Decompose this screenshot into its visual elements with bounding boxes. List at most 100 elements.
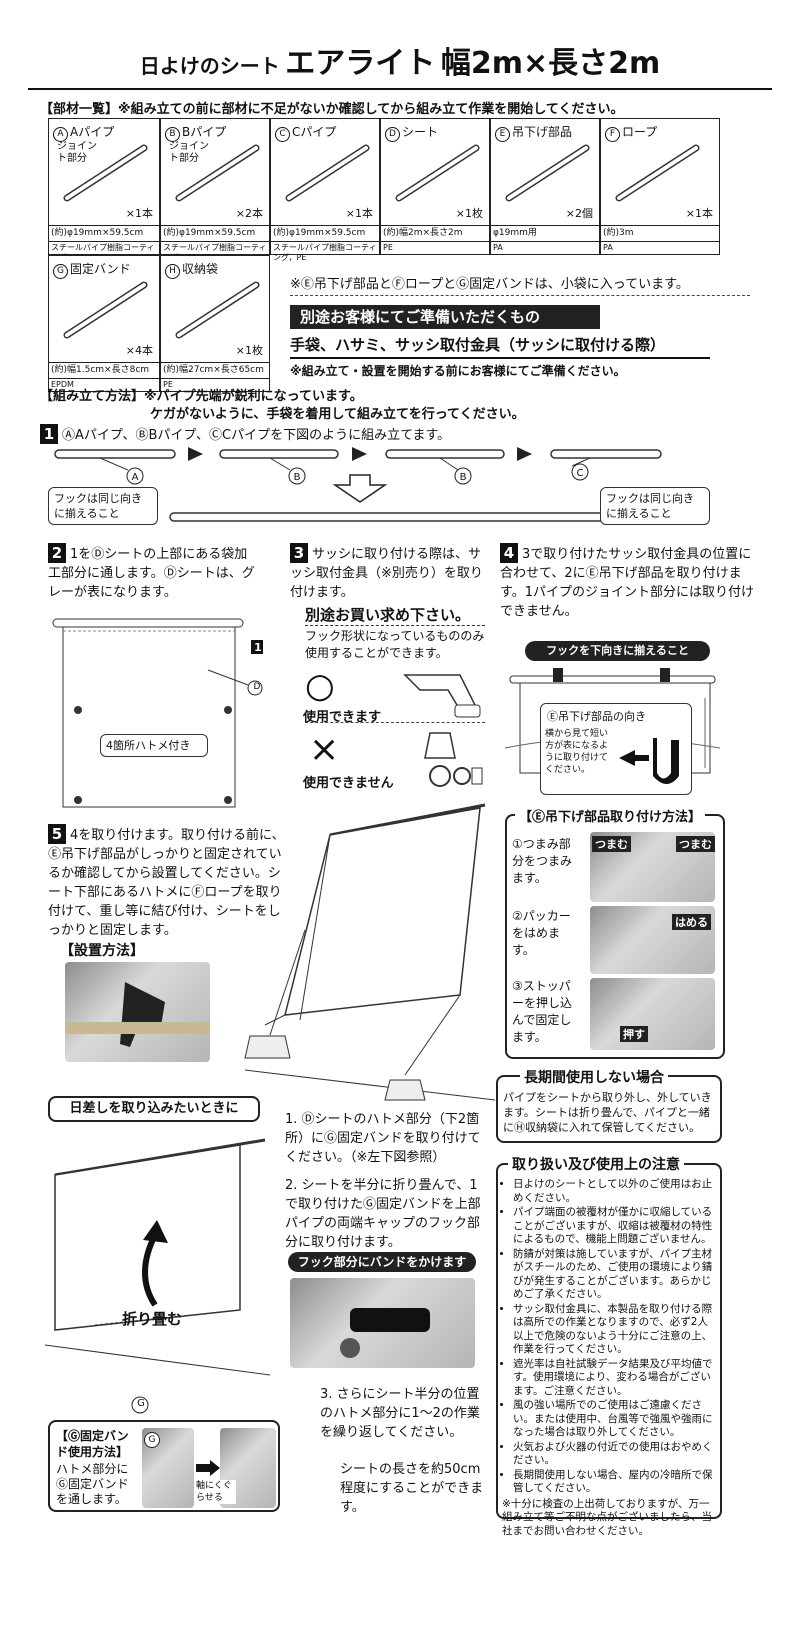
caution-item: 長期間使用しない場合、屋内の冷暗所で保管してください。 <box>513 1469 716 1496</box>
part-letter: D <box>385 127 400 142</box>
divider-ok-ng <box>305 722 485 723</box>
arrow-right-icon <box>188 447 203 461</box>
caution-item: 日よけのシートとして以外のご使用はお止めください。 <box>513 1178 716 1205</box>
ok-mark: ○ <box>305 666 335 706</box>
arrow-right-icon <box>352 447 367 461</box>
sunlight-step2: 2. シートを半分に折り畳んで、1で取り付けたⒼ固定バンドを上部パイプの両端キャ… <box>285 1178 481 1250</box>
part-letter: F <box>605 127 620 142</box>
step4-text: 3で取り付けたサッシ取付金具の位置に合わせて、2にⒺ吊下げ部品を取り付けます。1… <box>500 547 754 619</box>
part-illustration-icon <box>175 144 260 202</box>
assembly-warn2: ケガがないように、手袋を着用して組み立てを行ってください。 <box>150 407 525 422</box>
part-spec: (約)φ19mm×59.5cm <box>273 228 366 238</box>
label-b1: B <box>294 472 301 483</box>
caution-item: サッシ取付金具に、本製品を取り付ける際は高所での作業となりますので、必ず2人以上… <box>513 1303 716 1357</box>
fold-label: 折り畳む <box>122 1310 183 1328</box>
folded-sheet-diagram <box>44 1138 271 1414</box>
title-part1: 日よけのシート <box>139 54 280 78</box>
ng-mark: × <box>309 729 340 770</box>
part-qty: ×4本 <box>125 344 153 357</box>
ring-bracket-ng-icon <box>424 732 483 787</box>
e-direction-title: Ⓔ吊下げ部品の向き <box>547 710 646 723</box>
parts-note: ※組み立ての前に部材に不足がないか確認してから組み立て作業を開始してください。 <box>118 102 624 117</box>
arrow-right-icon <box>196 1460 220 1476</box>
part-joint: ジョイント部分 <box>169 141 209 164</box>
pipe-b1 <box>219 449 339 459</box>
part-qty: ×2本 <box>235 207 263 220</box>
step-number-2: 2 <box>48 543 66 563</box>
pipe-c <box>550 449 662 459</box>
e-direction-text: 横から見て短い方が表になるように取り付けてください。 <box>545 729 609 775</box>
e-method-heading: 【Ⓔ吊下げ部品取り付け方法】 <box>515 806 706 825</box>
part-spec: (約)幅2m×長さ2m <box>383 228 463 238</box>
g-method-label: G <box>144 1432 160 1448</box>
step3-buy: 別途お買い求め下さい。 <box>305 604 485 626</box>
label-a: A <box>132 472 139 483</box>
g-twist-label: 軸にくぐらせる <box>196 1480 236 1504</box>
label-step1-ref: 1 <box>254 641 262 654</box>
standing-sheet-diagram <box>244 803 496 1101</box>
arrow-down-icon <box>332 474 388 503</box>
g-method-text: ハトメ部分にⒼ固定バンドを通します。 <box>56 1462 129 1506</box>
part-letter: H <box>165 264 180 279</box>
dashed-divider <box>290 295 750 297</box>
part-illustration-icon <box>285 144 370 202</box>
part-material: PE <box>383 243 393 252</box>
e-method-1: ①つまみ部分をつまみます。 <box>512 837 573 885</box>
step3-note: フック形状になっているもののみ使用することができます。 <box>305 629 485 660</box>
g-method-title: 【Ⓖ固定バンド使用方法】 <box>56 1429 129 1459</box>
part-letter: E <box>495 127 510 142</box>
part-material: PA <box>603 243 613 252</box>
part-spec: φ19mm用 <box>493 228 537 238</box>
part-qty: ×1本 <box>685 207 713 220</box>
caution-title: 取り扱い及び使用上の注意 <box>508 1154 684 1174</box>
hook-down-bar: フックを下向きに揃えること <box>525 641 710 661</box>
label-b2: B <box>460 472 467 483</box>
prepare-note: ※組み立て・設置を開始する前にお客様にてご準備ください。 <box>290 364 626 378</box>
grommet-callout: 4箇所ハトメ付き <box>100 734 208 757</box>
step3-text: サッシに取り付ける際は、サッシ取付金具（※別売り）を取り付けます。 <box>290 547 483 600</box>
part-qty: ×1本 <box>345 207 373 220</box>
part-letter: G <box>53 264 68 279</box>
title-rule <box>28 88 772 90</box>
pipe-a <box>54 449 176 459</box>
ng-text: 使用できません <box>303 776 394 791</box>
e-m3-tag: 押す <box>620 1026 648 1042</box>
caution-list: 日よけのシートとして以外のご使用はお止めください。パイプ端面の被覆材が僅かに収縮… <box>502 1178 716 1496</box>
arrow-right-icon <box>517 447 532 461</box>
caution-item: 防錆が対策は施していますが、パイプ主材がスチールのため、ご使用の環境により錆びが… <box>513 1248 716 1302</box>
part-illustration-icon <box>63 144 148 202</box>
e-method-3: ③ストッパーを押し込んで固定します。 <box>512 979 573 1044</box>
band-bar: フック部分にバンドをかけます <box>288 1252 476 1272</box>
step1-text: ⒶAパイプ、ⒷBパイプ、ⒸCパイプを下図のように組み立てます。 <box>62 428 451 443</box>
title-part2: エアライト <box>285 46 436 81</box>
e-m1-tag2: つまむ <box>676 836 715 852</box>
bag-note: ※Ⓔ吊下げ部品とⒻロープとⒼ固定バンドは、小袋に入っています。 <box>290 277 689 292</box>
parts-heading-line: 【部材一覧】※組み立ての前に部材に不足がないか確認してから組み立て作業を開始して… <box>40 98 780 117</box>
sunlight-step1: 1. Ⓓシートのハトメ部分（下2箇所）にⒼ固定バンドを取り付けてください。（※左… <box>285 1112 481 1165</box>
part-spec: (約)φ19mm×59.5cm <box>51 228 144 238</box>
g-method-box: 【Ⓖ固定バンド使用方法】 ハトメ部分にⒼ固定バンドを通します。 G 軸にくぐらせ… <box>48 1420 280 1512</box>
part-material: PA <box>493 243 503 252</box>
hook-callout-left: フックは同じ向きに揃えること <box>48 487 158 525</box>
part-illustration-icon <box>505 144 590 202</box>
assembly-heading: 【組み立て方法】 <box>40 389 145 404</box>
step2-text: 1をⒹシートの上部にある袋加工部分に通します。Ⓓシートは、グレーが表になります。 <box>48 547 255 600</box>
part-spec: (約)φ19mm×59.5cm <box>163 228 256 238</box>
storage-text: パイプをシートから取り外し、外していきます。シートは折り畳んで、パイプと一緒にⒽ… <box>503 1091 712 1134</box>
pipe-assembled <box>169 512 661 522</box>
page-title: 日よけのシート エアライト 幅2m×長さ2m <box>0 38 800 82</box>
part-qty: ×1本 <box>125 207 153 220</box>
part-letter: A <box>53 127 68 142</box>
